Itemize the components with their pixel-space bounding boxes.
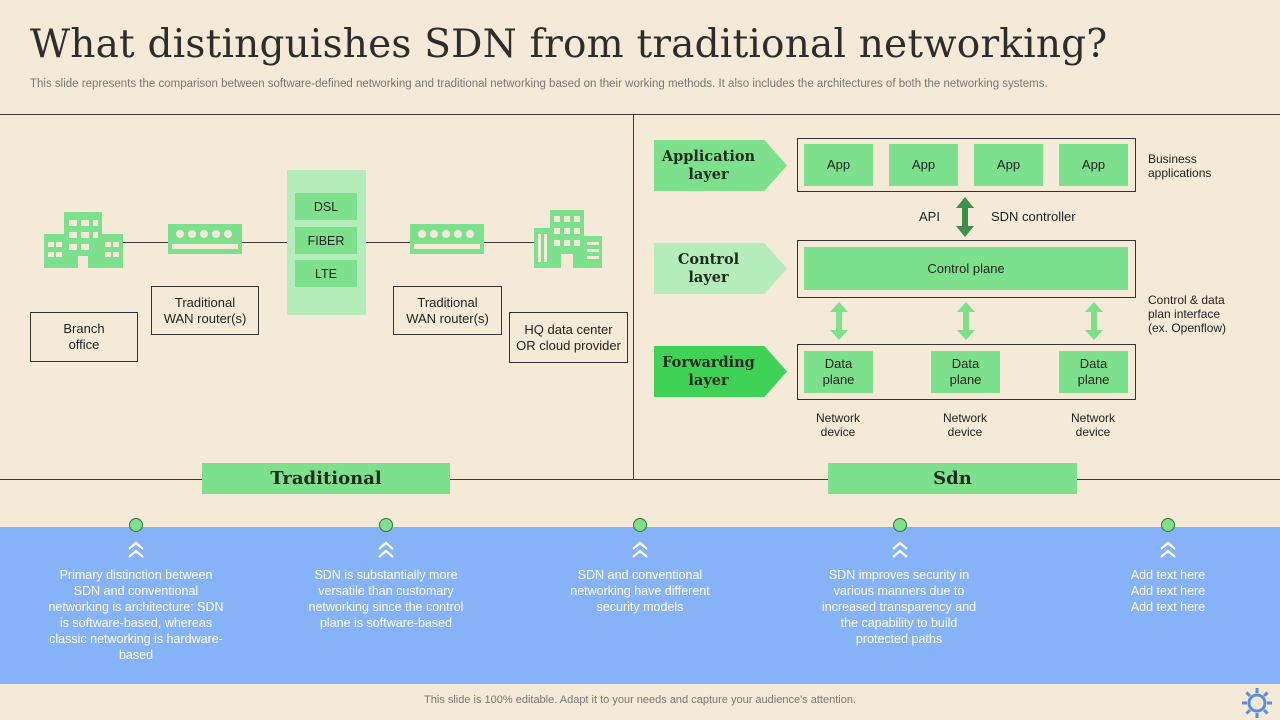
comparison-point-text: SDN is substantially more versatile than…	[308, 568, 464, 630]
business-applications-label: Business applications	[1148, 152, 1212, 180]
top-divider	[0, 114, 1280, 115]
app-box: App	[889, 144, 958, 186]
link-lte: LTE	[295, 260, 357, 287]
application-layer-label: Application layer	[654, 140, 787, 191]
forwarding-layer-label: Forwarding layer	[654, 346, 787, 397]
traditional-panel-title: Traditional	[202, 463, 450, 494]
link-fiber: FIBER	[295, 227, 357, 254]
chevron-up-icon	[892, 541, 908, 558]
comparison-point-text: Add text here Add text here Add text her…	[1130, 568, 1206, 614]
double-arrow-icon	[830, 302, 848, 340]
control-plane-box: Control plane	[804, 247, 1128, 290]
interface-note-label: Control & data plan interface (ex. Openf…	[1148, 293, 1227, 335]
comparison-points-band	[0, 527, 1280, 684]
double-arrow-icon	[1085, 302, 1103, 340]
router-icon	[410, 224, 484, 254]
point-marker	[893, 518, 907, 532]
building-icon	[534, 210, 602, 268]
network-device-label: Network device	[1070, 411, 1115, 439]
chevron-up-icon	[1160, 541, 1176, 558]
wan-router-label-right: Traditional WAN router(s)	[393, 286, 502, 335]
app-box: App	[804, 144, 873, 186]
hq-data-center-label: HQ data center OR cloud provider	[509, 312, 628, 363]
building-icon	[44, 212, 123, 268]
comparison-point-text: SDN and conventional networking have dif…	[570, 568, 710, 614]
page-title: What distinguishes SDN from traditional …	[30, 22, 1108, 67]
center-divider	[633, 114, 634, 479]
application-layer-box	[797, 138, 1136, 192]
footer-note: This slide is 100% editable. Adapt it to…	[424, 694, 856, 706]
sdn-controller-label: SDN controller	[991, 209, 1076, 224]
point-marker	[1161, 518, 1175, 532]
app-box: App	[1059, 144, 1128, 186]
control-layer-box	[797, 240, 1136, 298]
bottom-divider	[0, 479, 1280, 480]
api-label: API	[919, 209, 940, 224]
point-marker	[129, 518, 143, 532]
link-dsl: DSL	[295, 193, 357, 220]
chevron-up-icon	[378, 541, 394, 558]
chevron-up-icon	[632, 541, 648, 558]
app-box: App	[974, 144, 1043, 186]
sdn-panel-title: Sdn	[828, 463, 1077, 494]
point-marker	[379, 518, 393, 532]
router-icon	[168, 224, 242, 254]
double-arrow-icon	[957, 302, 975, 340]
data-plane-box: Data plane	[1059, 351, 1128, 393]
wan-router-label-left: Traditional WAN router(s)	[151, 286, 259, 335]
double-arrow-icon	[956, 197, 974, 237]
data-plane-box: Data plane	[931, 351, 1000, 393]
network-device-label: Network device	[815, 411, 860, 439]
control-layer-label: Control layer	[654, 243, 787, 294]
point-marker	[633, 518, 647, 532]
network-device-label: Network device	[942, 411, 987, 439]
chevron-up-icon	[128, 541, 144, 558]
comparison-point-text: Primary distinction between SDN and conv…	[48, 568, 224, 662]
data-plane-box: Data plane	[804, 351, 873, 393]
branch-office-label: Branch office	[30, 312, 138, 362]
page-subtitle: This slide represents the comparison bet…	[30, 78, 1048, 90]
gear-icon	[1242, 688, 1272, 718]
forwarding-layer-box	[797, 344, 1136, 400]
comparison-point-text: SDN improves security in various manners…	[821, 568, 977, 646]
